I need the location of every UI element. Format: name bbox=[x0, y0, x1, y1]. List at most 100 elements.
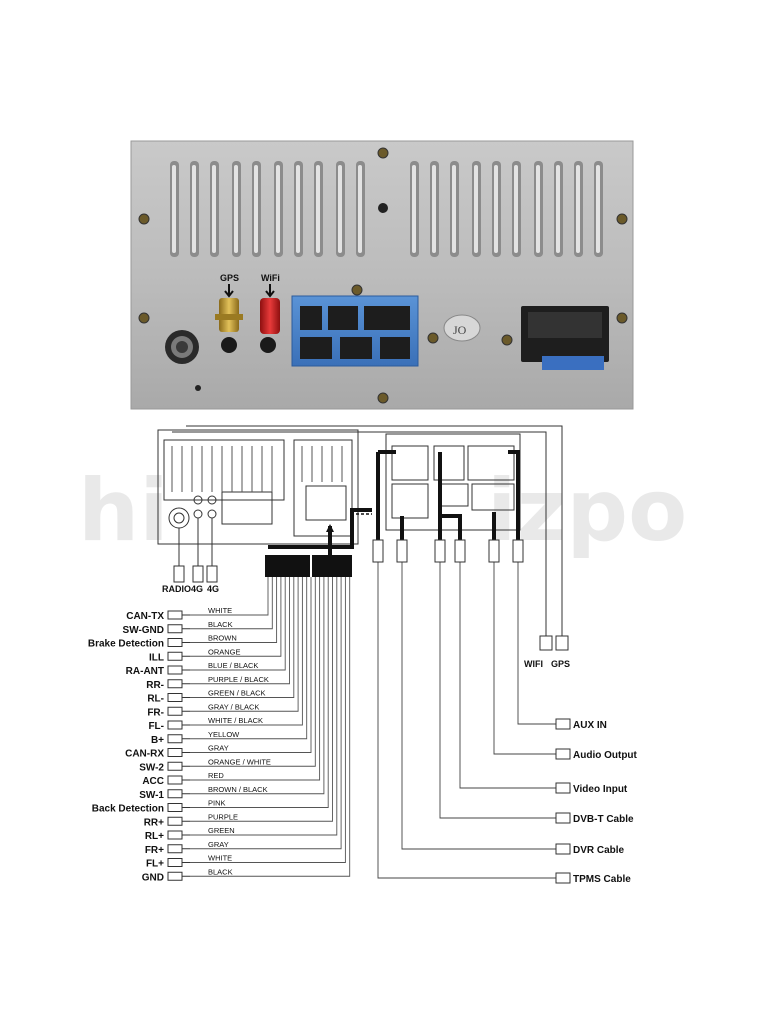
wire-line bbox=[190, 577, 295, 698]
inline-connector bbox=[512, 539, 524, 563]
harness-wire: GND BLACK bbox=[142, 577, 351, 883]
wire-color-label: YELLOW bbox=[208, 730, 240, 739]
vent-highlight bbox=[276, 165, 280, 253]
wire-color-label: WHITE bbox=[208, 854, 232, 863]
wire-plug bbox=[167, 610, 183, 620]
output-label: DVR Cable bbox=[573, 845, 625, 856]
rear-panel-photo: GPS WiFi JO bbox=[130, 140, 634, 410]
wire-line bbox=[190, 577, 290, 685]
wire-line bbox=[190, 577, 321, 781]
wire-function-label: FR+ bbox=[145, 845, 164, 856]
serial-sticker: JO bbox=[443, 314, 481, 342]
inline-connector bbox=[488, 539, 500, 563]
wire-line bbox=[190, 577, 273, 630]
screw-icon bbox=[616, 213, 628, 225]
harness-wire: FR+ GRAY bbox=[145, 577, 342, 856]
wire-line bbox=[190, 577, 346, 863]
arrow-icon bbox=[326, 524, 334, 532]
wire-color-label: GRAY bbox=[208, 744, 229, 753]
harness-wire: FL-WHITE / BLACK bbox=[148, 577, 303, 732]
wire-plug bbox=[167, 871, 183, 881]
wire-function-label: B+ bbox=[151, 735, 164, 746]
output-cable: DVR Cable bbox=[401, 560, 625, 856]
output-wire bbox=[517, 560, 556, 725]
wire-function-label: CAN-TX bbox=[126, 611, 164, 622]
wire-line bbox=[190, 577, 329, 808]
wire-color-label: BLUE / BLACK bbox=[208, 661, 258, 670]
wire-line bbox=[190, 577, 316, 767]
output-wire bbox=[459, 560, 556, 789]
black-iso-socket bbox=[521, 306, 609, 370]
vent-highlight bbox=[452, 165, 456, 253]
blue-harness-socket bbox=[291, 295, 419, 367]
vent-highlight bbox=[514, 165, 518, 253]
inline-connector bbox=[372, 539, 384, 563]
antenna-plug bbox=[192, 565, 204, 583]
wire-plug bbox=[167, 803, 183, 812]
vent-highlight bbox=[494, 165, 498, 253]
output-cable: Video Input bbox=[459, 560, 628, 795]
antenna-plug bbox=[173, 565, 185, 583]
wire-color-label: BLACK bbox=[208, 620, 233, 629]
wire-color-label: PURPLE / BLACK bbox=[208, 675, 269, 684]
wire-line bbox=[190, 577, 278, 643]
vent-highlight bbox=[296, 165, 300, 253]
wire-plug bbox=[167, 830, 183, 840]
wire-plug bbox=[167, 734, 183, 744]
wire-function-label: Back Detection bbox=[92, 804, 164, 815]
output-cable: AUX IN bbox=[517, 560, 607, 731]
watermark-left: hi bbox=[78, 461, 169, 561]
wire-plug bbox=[167, 665, 183, 675]
wire-line bbox=[190, 577, 342, 850]
wire-function-label: RL+ bbox=[145, 831, 164, 842]
wifi-arrow-icon bbox=[265, 284, 275, 298]
wire-plug bbox=[167, 651, 183, 661]
vent-highlight bbox=[474, 165, 478, 253]
vent-highlight bbox=[358, 165, 362, 253]
wifi-port-label: WiFi bbox=[261, 273, 280, 283]
vent-highlight bbox=[432, 165, 436, 253]
harness-wire: RL- GREEN / BLACK bbox=[147, 577, 295, 705]
schematic-vents bbox=[171, 446, 343, 492]
wire-line bbox=[190, 577, 351, 877]
wire-plug bbox=[167, 816, 183, 826]
harness-plug-left bbox=[265, 555, 310, 577]
wire-function-label: SW-GND bbox=[123, 625, 164, 636]
wire-line bbox=[190, 577, 286, 671]
harness-wire: SW-GND BLACK bbox=[123, 577, 273, 636]
gps-port-label: GPS bbox=[220, 273, 239, 283]
wire-function-label: GND bbox=[142, 872, 164, 883]
output-plug bbox=[555, 748, 571, 760]
antenna-label-4g-b: 4G bbox=[207, 584, 219, 594]
round-radio-connector bbox=[165, 330, 199, 364]
wire-line bbox=[190, 577, 333, 822]
wire-plug bbox=[167, 858, 183, 867]
screw-icon bbox=[377, 392, 389, 404]
wire-plug bbox=[167, 624, 183, 634]
vent-highlight bbox=[316, 165, 320, 253]
port-hole bbox=[221, 337, 237, 353]
wire-function-label: CAN-RX bbox=[125, 749, 164, 760]
wire-plug bbox=[167, 748, 183, 757]
harness-plug-right bbox=[312, 555, 352, 577]
panel-hole bbox=[378, 203, 388, 213]
vent-highlight bbox=[172, 165, 176, 253]
wire-function-label: ILL bbox=[149, 652, 164, 663]
vent-highlight bbox=[338, 165, 342, 253]
heat-sink-vents bbox=[170, 161, 603, 257]
wire-line bbox=[190, 577, 308, 740]
wire-line bbox=[190, 577, 269, 616]
antenna-label-4g-a: 4G bbox=[191, 584, 203, 594]
harness-wire: FL+WHITE bbox=[146, 577, 346, 870]
wire-color-label: GREEN / BLACK bbox=[208, 689, 266, 698]
harness-wire: RL+GREEN bbox=[145, 577, 338, 842]
screw-icon bbox=[427, 332, 439, 344]
vent-highlight bbox=[192, 165, 196, 253]
wire-function-label: RL- bbox=[147, 694, 164, 705]
antenna-labels: RADIO 4G 4G bbox=[162, 584, 219, 594]
screw-icon bbox=[501, 334, 513, 346]
inline-connector bbox=[396, 539, 408, 563]
vent-highlight bbox=[234, 165, 238, 253]
